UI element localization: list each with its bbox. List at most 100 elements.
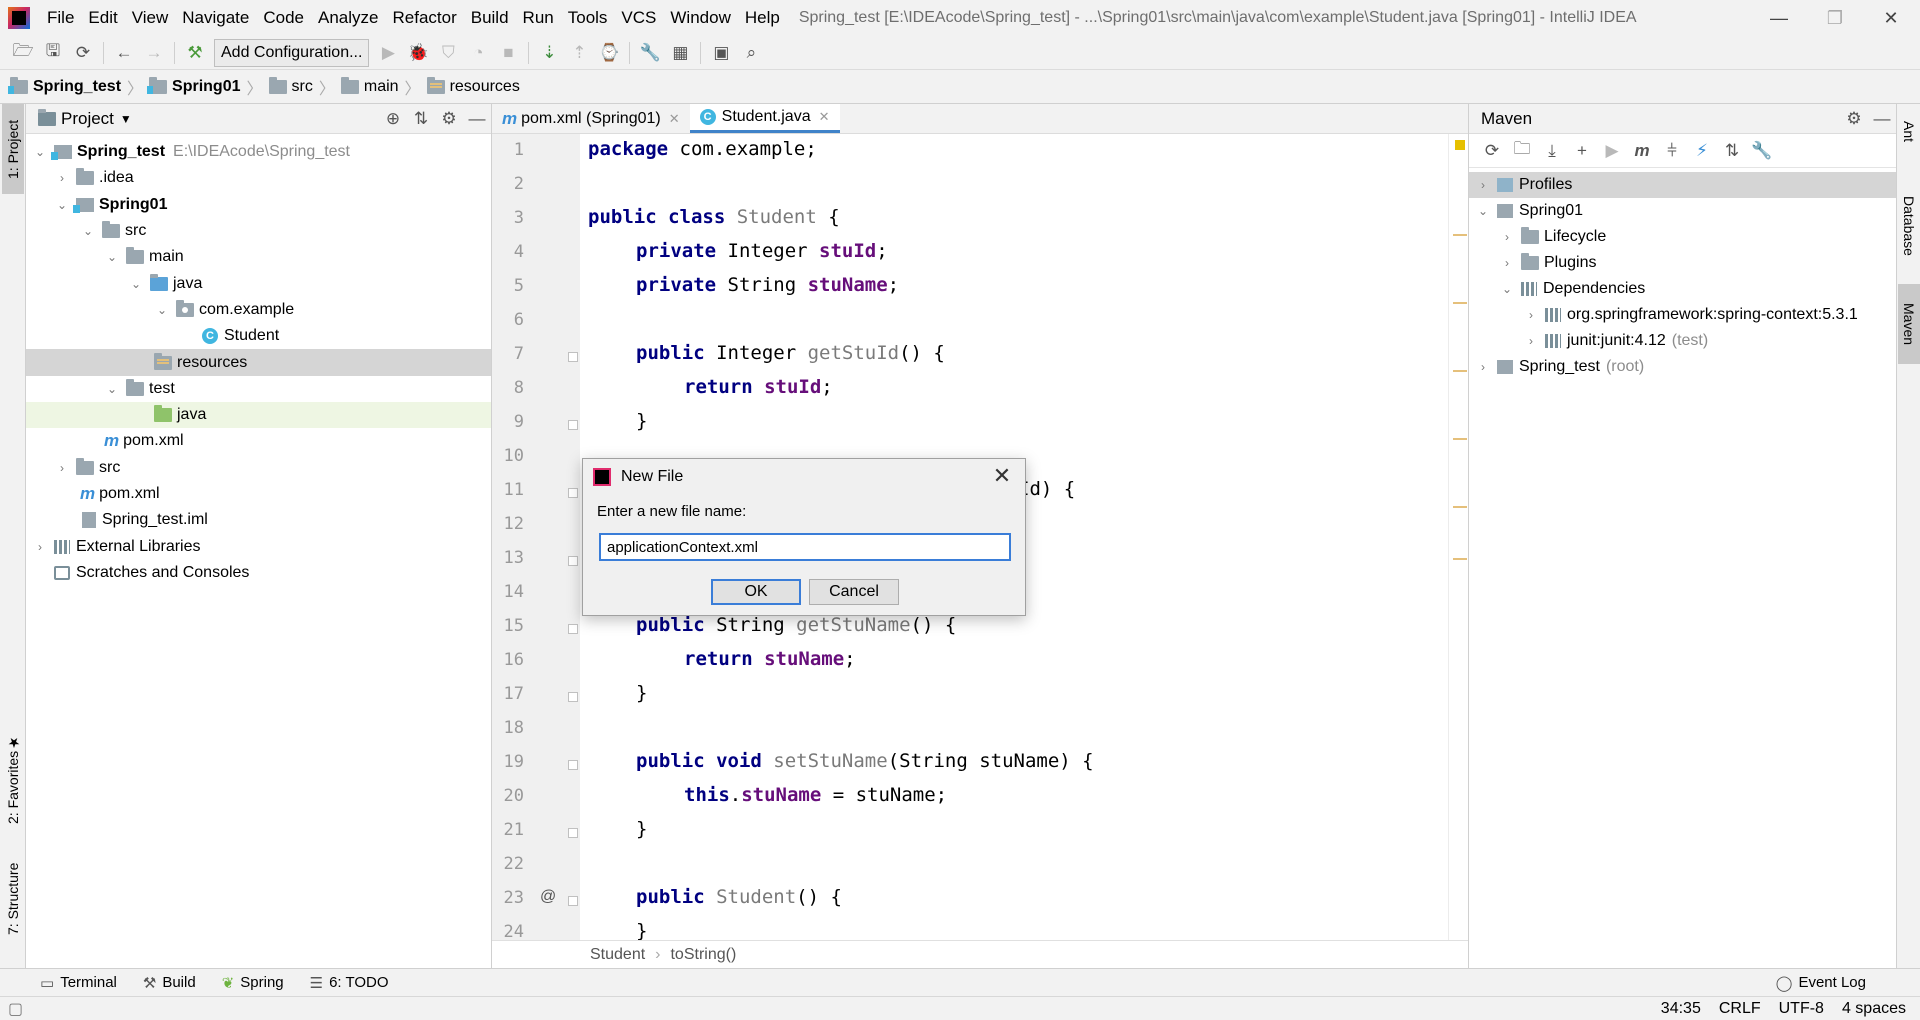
maven-dependency[interactable]: ›junit:junit:4.12(test) [1469,328,1896,354]
tab-todo[interactable]: ☰6: TODO [309,974,389,992]
chevron-right-icon[interactable]: › [1505,230,1509,244]
event-log-button[interactable]: ◯Event Log [1775,974,1866,992]
skip-tests-icon[interactable]: ⚡ [1696,140,1708,160]
ok-button[interactable]: OK [711,579,801,605]
tree-node-module[interactable]: ⌄Spring01 [26,192,491,218]
stripe-mark[interactable] [1453,558,1467,560]
chevron-down-icon[interactable]: ⌄ [106,250,118,265]
search-icon[interactable]: ⌕ [746,42,757,62]
tree-node-resources[interactable]: resources [26,349,491,376]
caret-position[interactable]: 34:35 [1660,999,1701,1017]
menu-code[interactable]: Code [263,8,304,27]
coverage-icon[interactable]: ⛉ [442,42,455,62]
vcs-update-icon[interactable]: ⇣ [542,42,557,62]
maven-plugins[interactable]: ›Plugins [1469,250,1896,276]
fold-icon[interactable] [568,760,578,770]
breadcrumb-item[interactable]: Spring_test〉 [8,75,143,99]
tab-favorites[interactable]: 2: Favorites ★ [5,734,21,824]
tab-spring[interactable]: ❦Spring [221,974,284,992]
file-encoding[interactable]: UTF-8 [1778,999,1824,1017]
tree-node-iml[interactable]: Spring_test.iml [26,507,491,533]
run-icon[interactable]: ▶ [1605,140,1619,160]
maven-lifecycle[interactable]: ›Lifecycle [1469,224,1896,250]
chevron-right-icon[interactable]: › [1481,360,1485,374]
menu-vcs[interactable]: VCS [621,8,657,27]
chevron-down-icon[interactable]: ⌄ [1501,282,1513,296]
save-all-icon[interactable]: 🖫 [45,41,61,60]
menu-view[interactable]: View [131,8,169,27]
back-icon[interactable]: ← [115,42,133,62]
code-area[interactable]: package com.example; public class Studen… [588,134,1448,942]
project-structure-icon[interactable]: ▦ [672,42,689,62]
chevron-down-icon[interactable]: ⌄ [1477,204,1489,218]
gear-icon[interactable]: ⚙ [1846,108,1862,128]
line-separator[interactable]: CRLF [1718,999,1761,1017]
download-icon[interactable]: ⤓ [1548,140,1556,160]
chevron-down-icon[interactable]: ⌄ [82,224,94,239]
tab-terminal[interactable]: ▭Terminal [40,974,117,992]
vcs-history-icon[interactable]: ⌚ [598,42,620,62]
fold-icon[interactable] [568,420,578,430]
stripe-mark[interactable] [1453,234,1467,236]
menu-refactor[interactable]: Refactor [392,8,457,27]
tab-project[interactable]: 1: Project [2,104,24,194]
stripe-mark[interactable] [1453,506,1467,508]
tab-structure[interactable]: 7: Structure [5,862,21,936]
indent-setting[interactable]: 4 spaces [1841,999,1906,1017]
add-icon[interactable]: + [1577,140,1587,160]
stop-icon[interactable]: ■ [503,42,514,62]
execute-goal-icon[interactable]: m [1634,140,1650,160]
maven-root-project[interactable]: ›Spring_test(root) [1469,354,1896,380]
tab-build[interactable]: ⚒Build [142,974,196,992]
add-configuration-button[interactable]: Add Configuration... [214,38,370,67]
maven-project[interactable]: ⌄Spring01 [1469,198,1896,224]
menu-file[interactable]: File [47,8,75,27]
fold-icon[interactable] [568,352,578,362]
menu-run[interactable]: Run [522,8,554,27]
tree-node-main[interactable]: ⌄main [26,244,491,270]
fold-icon[interactable] [568,828,578,838]
breadcrumb-item[interactable]: Spring01〉 [147,75,263,99]
file-name-input[interactable] [599,533,1011,561]
tree-node-package[interactable]: ⌄com.example [26,297,491,323]
menu-analyze[interactable]: Analyze [318,8,379,27]
presentation-icon[interactable]: ▣ [713,42,730,62]
chevron-down-icon[interactable]: ⌄ [56,197,68,212]
breadcrumb-item[interactable]: resources [426,76,520,96]
tree-node-java[interactable]: ⌄java [26,270,491,296]
project-panel-title[interactable]: Project [61,108,114,128]
open-folder-icon[interactable]: 🗁 [12,41,34,60]
chevron-down-icon[interactable]: ⌄ [34,145,46,160]
stripe-mark[interactable] [1453,302,1467,304]
tree-node-idea[interactable]: ›.idea [26,165,491,191]
fold-icon[interactable] [568,624,578,634]
gear-icon[interactable]: ⚙ [441,108,457,128]
chevron-right-icon[interactable]: › [1505,256,1509,270]
chevron-down-icon[interactable]: ⌄ [106,381,118,396]
maven-profiles[interactable]: ›Profiles [1469,172,1896,198]
fold-icon[interactable] [568,692,578,702]
menu-navigate[interactable]: Navigate [182,8,250,27]
cancel-button[interactable]: Cancel [809,579,899,605]
build-hammer-icon[interactable]: ⚒ [187,42,203,62]
fold-icon[interactable] [568,488,578,498]
breadcrumb-item[interactable]: main〉 [340,75,421,99]
breadcrumb-item[interactable]: src〉 [268,75,335,99]
chevron-right-icon[interactable]: › [1481,178,1485,192]
settings-wrench-icon[interactable]: 🔧 [639,42,661,62]
reload-icon[interactable]: ⟳ [1484,140,1500,160]
tab-maven[interactable]: Maven [1898,284,1920,364]
close-window-icon[interactable]: ✕ [1883,7,1899,28]
hide-panel-icon[interactable]: — [468,108,486,128]
profile-icon[interactable]: ◔ [473,42,484,62]
tree-node-root-src[interactable]: ›src [26,455,491,481]
stripe-mark[interactable] [1453,438,1467,440]
collapse-all-icon[interactable]: ⇅ [413,108,429,128]
menu-help[interactable]: Help [744,8,780,27]
